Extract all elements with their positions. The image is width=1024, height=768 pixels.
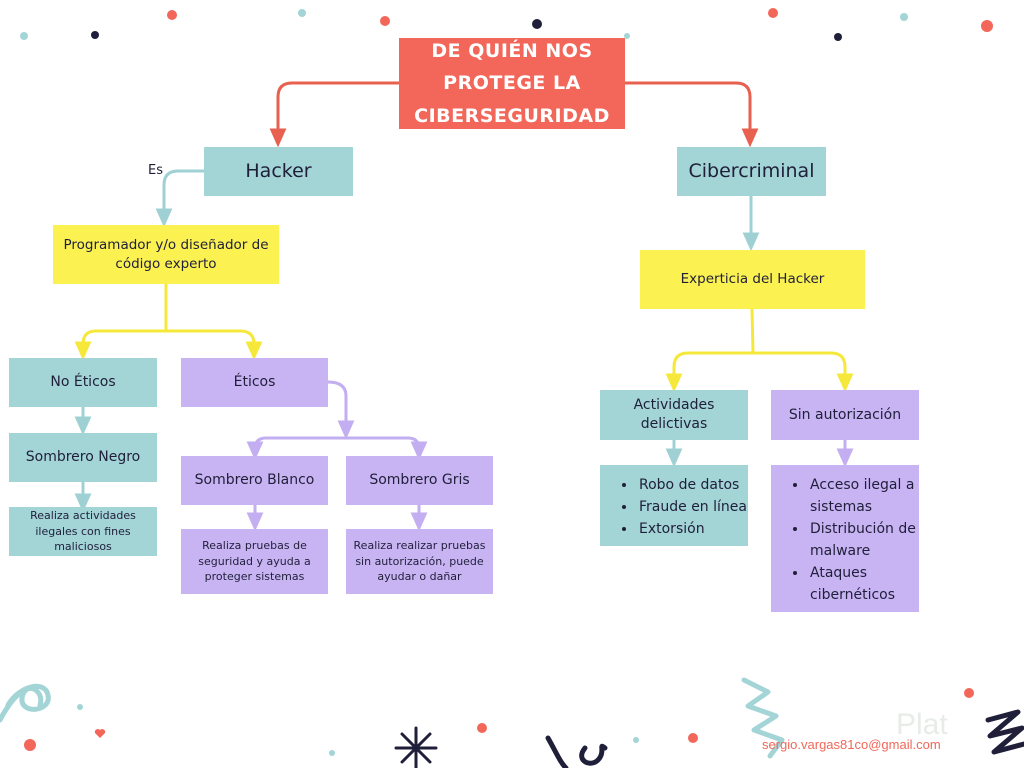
confetti-dot: [834, 33, 842, 41]
arrow-to-actividades: [665, 351, 755, 393]
confetti-dot: [91, 31, 99, 39]
list-item: Ataques cibernéticos: [808, 562, 919, 606]
node-sombrero-blanco-description: Realiza pruebas de seguridad y ayuda a p…: [181, 529, 328, 594]
arrow-to-blanco: [246, 436, 348, 461]
squiggle-decoration: [545, 735, 569, 768]
node-sombrero-gris-description: Realiza realizar pruebas sin autorizació…: [346, 529, 493, 594]
node-sombrero-negro: Sombrero Negro: [9, 433, 157, 482]
confetti-dot: [24, 739, 36, 751]
node-actividades-list: Robo de datos Fraude en línea Extorsión: [600, 465, 748, 546]
confetti-dot: [981, 20, 993, 32]
node-hacker: Hacker: [204, 147, 353, 196]
node-actividades-delictivas: Actividades delictivas: [600, 390, 748, 440]
zigzag-decoration: [741, 677, 785, 759]
node-sombrero-blanco: Sombrero Blanco: [181, 456, 328, 505]
confetti-dot: [20, 32, 28, 40]
platzi-watermark: Plat: [896, 708, 948, 741]
squiggle-decoration: [579, 743, 608, 766]
node-cibercriminal-definition: Experticia del Hacker: [640, 250, 865, 309]
confetti-dot: [329, 750, 335, 756]
list-item: Robo de datos: [637, 474, 747, 496]
author-email[interactable]: sergio.vargas81co@gmail.com: [762, 737, 941, 752]
arrow-to-eticos: [164, 329, 263, 361]
confetti-dot: [298, 9, 306, 17]
list-item: Fraude en línea: [637, 496, 747, 518]
confetti-dot: [167, 10, 177, 20]
list-item: Distribución de malware: [808, 518, 919, 562]
confetti-dot: [768, 8, 778, 18]
list-item: Extorsión: [637, 518, 747, 540]
squiggle-decoration: [0, 692, 21, 723]
arrow-to-sin-autorizacion: [751, 351, 854, 393]
node-sombrero-negro-description: Realiza actividades ilegales con fines m…: [9, 507, 157, 556]
list-item: Acceso ilegal a sistemas: [808, 474, 919, 518]
starburst-decoration: [394, 726, 438, 768]
arrow-to-no-eticos: [74, 329, 168, 361]
node-sin-autorizacion-list: Acceso ilegal a sistemas Distribución de…: [771, 465, 919, 612]
arrow-definition-split-right: [750, 307, 755, 355]
confetti-dot: [77, 704, 83, 710]
confetti-dot: [624, 33, 630, 39]
edge-label-es: Es: [148, 163, 163, 178]
confetti-dot: [688, 733, 698, 743]
heart-decoration: [94, 729, 106, 738]
confetti-dot: [900, 13, 908, 21]
diagram-title: DE QUIÉN NOS PROTEGE LA CIBERSEGURIDAD: [399, 38, 625, 129]
node-eticos: Éticos: [181, 358, 328, 407]
arrow-hacker-to-definition: [155, 169, 206, 228]
node-hacker-definition: Programador y/o diseñador de código expe…: [53, 225, 279, 284]
arrow-to-gris: [344, 436, 428, 461]
confetti-dot: [532, 19, 542, 29]
squiggle-decoration: [5, 683, 51, 712]
node-cibercriminal: Cibercriminal: [677, 147, 826, 196]
node-sombrero-gris: Sombrero Gris: [346, 456, 493, 505]
confetti-dot: [633, 737, 639, 743]
node-no-eticos: No Éticos: [9, 358, 157, 407]
zigzag-decoration: [985, 709, 1024, 755]
confetti-dot: [964, 688, 974, 698]
arrow-eticos-branch: [326, 380, 355, 440]
arrow-title-to-hacker: [269, 81, 401, 148]
arrow-title-to-cibercriminal: [623, 81, 759, 148]
sin-autorizacion-list: Acceso ilegal a sistemas Distribución de…: [771, 474, 919, 606]
confetti-dot: [477, 723, 487, 733]
actividades-list: Robo de datos Fraude en línea Extorsión: [600, 474, 747, 540]
node-sin-autorizacion: Sin autorización: [771, 390, 919, 440]
confetti-dot: [380, 16, 390, 26]
